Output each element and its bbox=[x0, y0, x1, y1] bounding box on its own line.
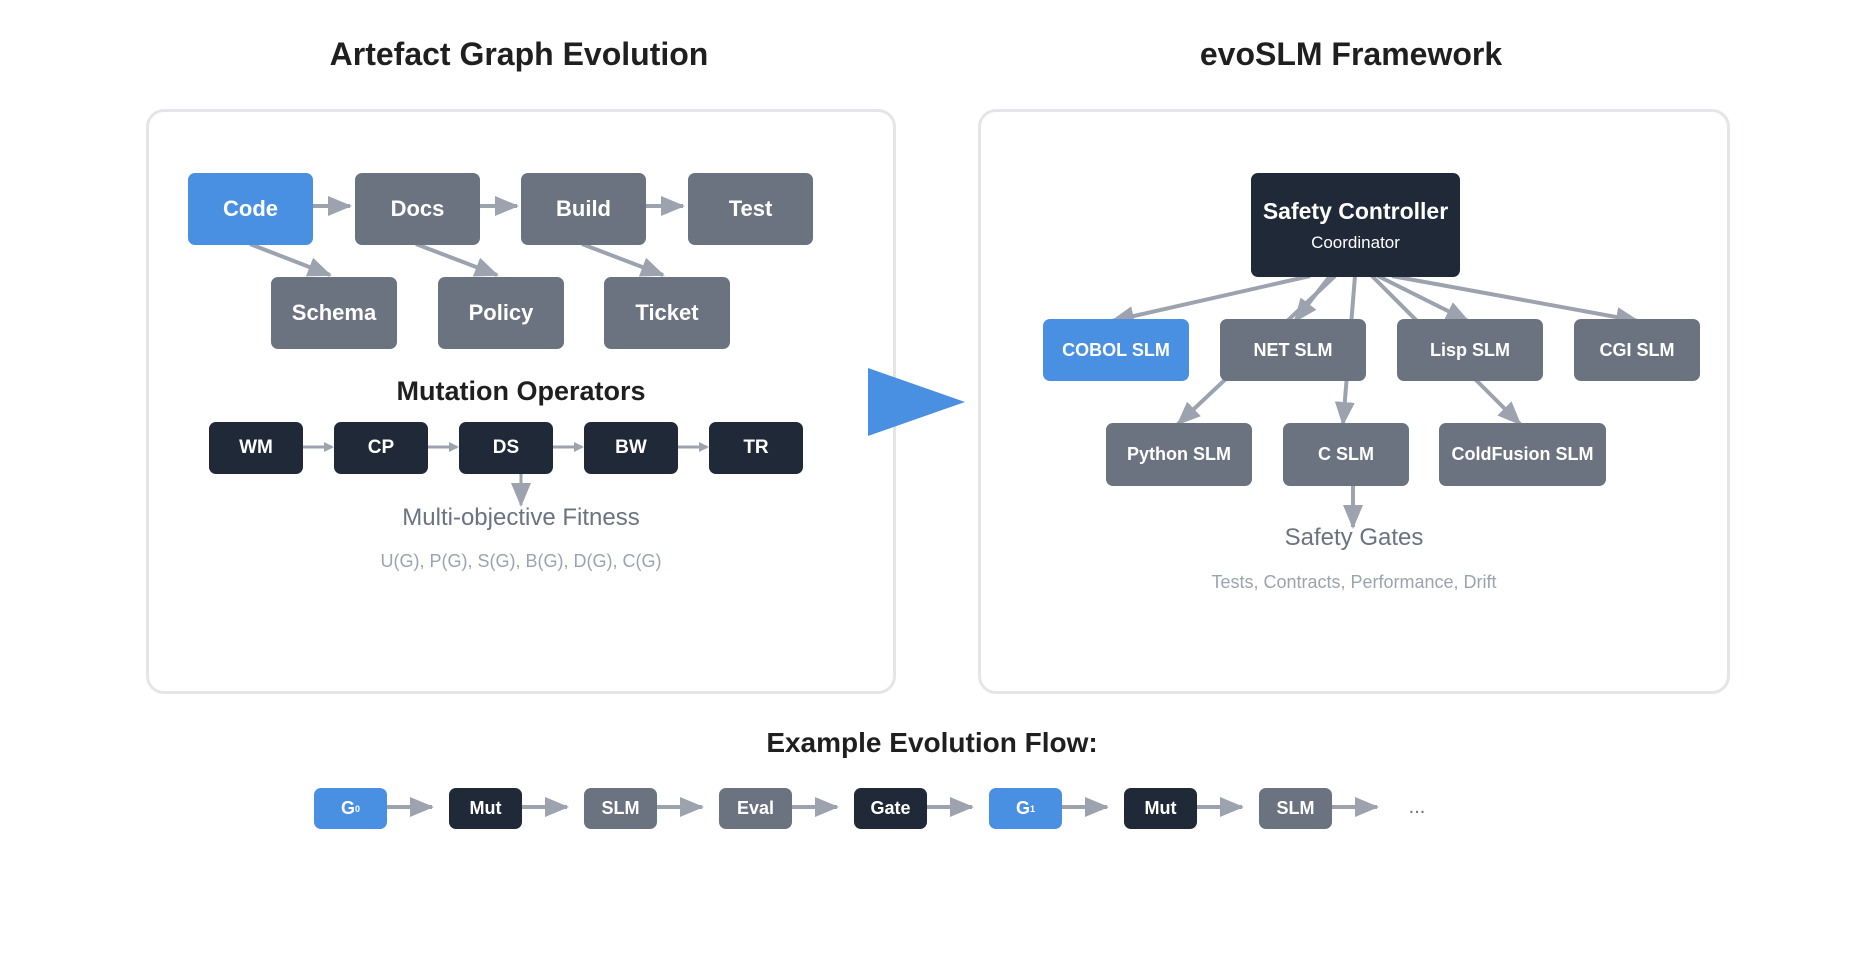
controller-subtitle: Coordinator bbox=[1311, 232, 1400, 252]
flow-step-gate: Gate bbox=[854, 788, 927, 829]
mutation-operators-title: Mutation Operators bbox=[396, 376, 646, 406]
safety-gates-title: Safety Gates bbox=[1284, 524, 1424, 551]
edge-ctrl-lisp bbox=[1377, 274, 1470, 323]
flow-step-g1-sub: 1 bbox=[1030, 803, 1036, 814]
graph-node-build: Build bbox=[521, 173, 646, 245]
flow-step-g0-sub: 0 bbox=[355, 803, 361, 814]
slm-coldfusion: ColdFusion SLM bbox=[1439, 423, 1606, 486]
left-panel-title: Artefact Graph Evolution bbox=[329, 36, 709, 72]
flow-title: Example Evolution Flow: bbox=[766, 727, 1098, 758]
operator-tr: TR bbox=[709, 422, 803, 474]
flow-step-eval: Eval bbox=[719, 788, 792, 829]
graph-node-policy: Policy bbox=[438, 277, 564, 349]
operator-cp: CP bbox=[334, 422, 428, 474]
flow-step-mut-1: Mut bbox=[449, 788, 522, 829]
slm-c: C SLM bbox=[1283, 423, 1409, 486]
edge-code-schema bbox=[249, 242, 332, 277]
fitness-formula: U(G), P(G), S(G), B(G), D(G), C(G) bbox=[380, 551, 662, 571]
slm-cgi: CGI SLM bbox=[1574, 319, 1700, 381]
operator-bw: BW bbox=[584, 422, 678, 474]
slm-python: Python SLM bbox=[1106, 423, 1252, 486]
operator-ds: DS bbox=[459, 422, 553, 474]
graph-node-ticket: Ticket bbox=[604, 277, 730, 349]
flow-step-slm-1: SLM bbox=[584, 788, 657, 829]
slm-cobol: COBOL SLM bbox=[1043, 319, 1189, 381]
graph-node-docs: Docs bbox=[355, 173, 480, 245]
graph-node-code: Code bbox=[188, 173, 313, 245]
safety-controller-node: Safety Controller Coordinator bbox=[1251, 173, 1460, 277]
flow-step-g1-label: G bbox=[1015, 798, 1030, 818]
flow-ellipsis: ... bbox=[1408, 796, 1426, 818]
edge-build-ticket bbox=[581, 242, 665, 277]
edge-docs-policy bbox=[415, 242, 499, 277]
safety-gates-list: Tests, Contracts, Performance, Drift bbox=[1211, 572, 1497, 592]
controller-title: Safety Controller bbox=[1262, 197, 1449, 224]
operator-wm: WM bbox=[209, 422, 303, 474]
flow-step-g0-label: G bbox=[340, 798, 355, 818]
flow-step-mut-2: Mut bbox=[1124, 788, 1197, 829]
graph-node-schema: Schema bbox=[271, 277, 397, 349]
slm-lisp: Lisp SLM bbox=[1397, 319, 1543, 381]
graph-node-test: Test bbox=[688, 173, 813, 245]
flow-step-slm-2: SLM bbox=[1259, 788, 1332, 829]
big-arrow bbox=[868, 368, 965, 436]
slm-net: NET SLM bbox=[1220, 319, 1366, 381]
edge-ctrl-cgi bbox=[1391, 274, 1640, 327]
right-panel-title: evoSLM Framework bbox=[1199, 36, 1503, 72]
fitness-title: Multi-objective Fitness bbox=[402, 504, 640, 531]
edge-ctrl-cobol bbox=[1110, 274, 1311, 326]
